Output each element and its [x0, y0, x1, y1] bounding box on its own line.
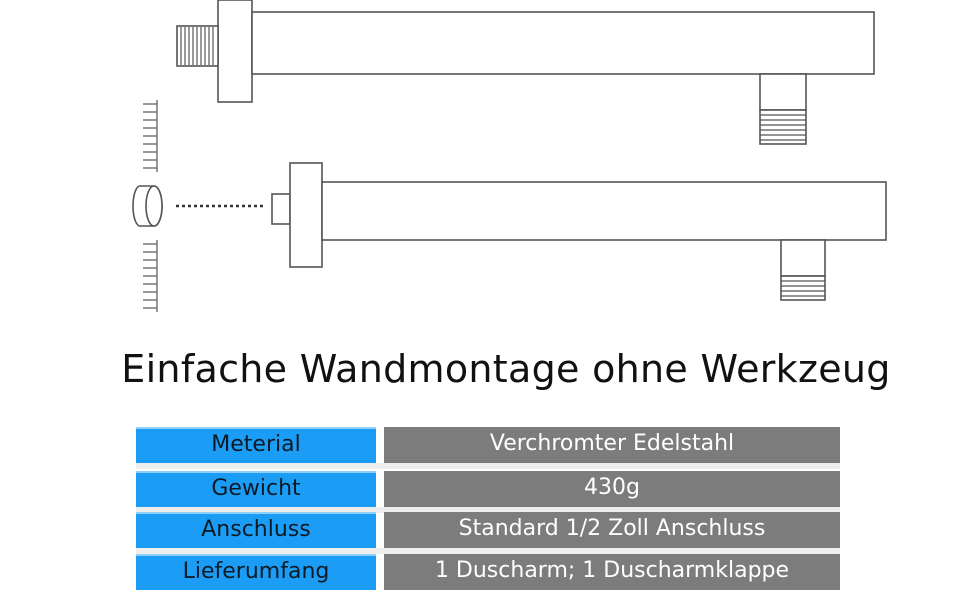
spec-value: Standard 1/2 Zoll Anschluss	[384, 512, 840, 548]
shower-arm-wall-mounted-drawing	[176, 0, 875, 145]
spec-label: Anschluss	[136, 512, 376, 548]
shower-arm-exploded-drawing	[271, 162, 887, 301]
page-heading: Einfache Wandmontage ohne Werkzeug	[121, 347, 891, 391]
wall-hatching-icon	[143, 100, 158, 312]
spec-row-material: Meterial Verchromter Edelstahl	[136, 427, 840, 463]
row-separator	[136, 507, 840, 513]
row-separator	[136, 548, 840, 554]
row-separator	[136, 463, 840, 469]
spec-value: 1 Duscharm; 1 Duscharmklappe	[384, 554, 840, 590]
product-illustration	[132, 0, 887, 312]
spec-row-scope-of-delivery: Lieferumfang 1 Duscharm; 1 Duscharmklapp…	[136, 554, 840, 590]
spec-value: Verchromter Edelstahl	[384, 427, 840, 463]
spec-row-weight: Gewicht 430g	[136, 471, 840, 507]
spec-value: 430g	[384, 471, 840, 507]
spec-label: Gewicht	[136, 471, 376, 507]
spec-label: Lieferumfang	[136, 554, 376, 590]
spec-row-connection: Anschluss Standard 1/2 Zoll Anschluss	[136, 512, 840, 548]
wall-cover-cap-icon	[132, 185, 163, 227]
spec-label: Meterial	[136, 427, 376, 463]
